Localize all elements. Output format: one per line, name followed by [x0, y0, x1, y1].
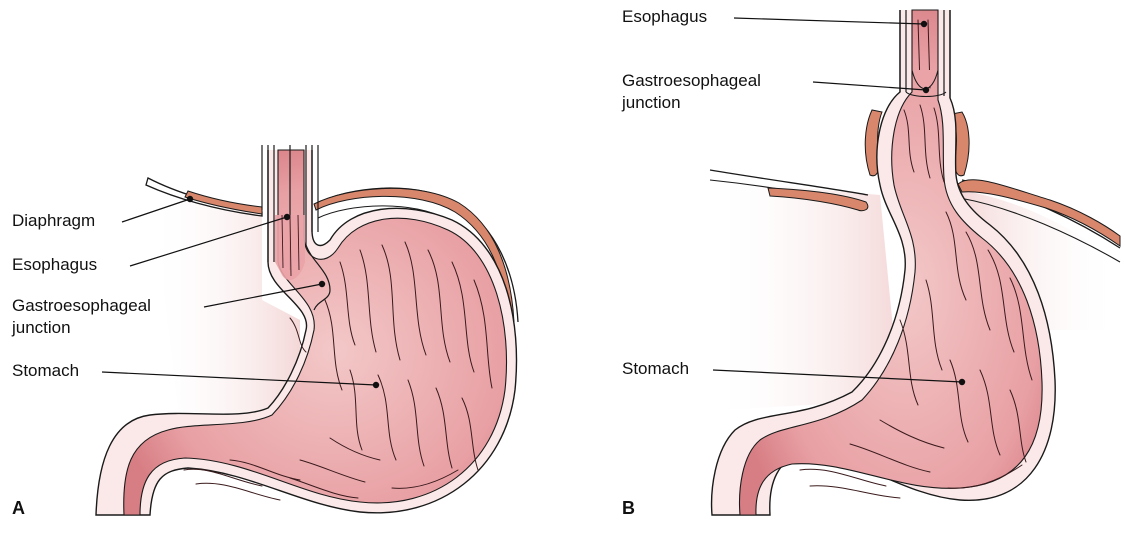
panel-b-illustration	[710, 10, 1120, 515]
esophagus-b-leader-dot	[921, 21, 926, 26]
ge-junction-b-leader-dot	[923, 87, 928, 92]
panel-a-illustration	[96, 145, 518, 515]
ge-junction-a-label-line2: junction	[12, 318, 71, 338]
stomach-a-leader-dot	[373, 382, 378, 387]
ge-junction-b-label-line2: junction	[622, 93, 681, 113]
stomach-a-label: Stomach	[12, 361, 79, 381]
esophagus-b-label: Esophagus	[622, 7, 707, 27]
esophagus-b-leader-line	[734, 18, 924, 24]
ge-junction-a-leader-dot	[319, 281, 324, 286]
esophagus-a-leader-dot	[284, 214, 289, 219]
stomach-b-label: Stomach	[622, 359, 689, 379]
esophagus-a-label: Esophagus	[12, 255, 97, 275]
panel-a-letter: A	[12, 498, 25, 519]
ge-junction-b-label-line1: Gastroesophageal	[622, 71, 761, 91]
diaphragm-label: Diaphragm	[12, 211, 95, 231]
panel-b-letter: B	[622, 498, 635, 519]
diaphragm-leader-dot	[187, 196, 192, 201]
ge-junction-a-label-line1: Gastroesophageal	[12, 296, 151, 316]
stomach-b-leader-dot	[959, 379, 964, 384]
